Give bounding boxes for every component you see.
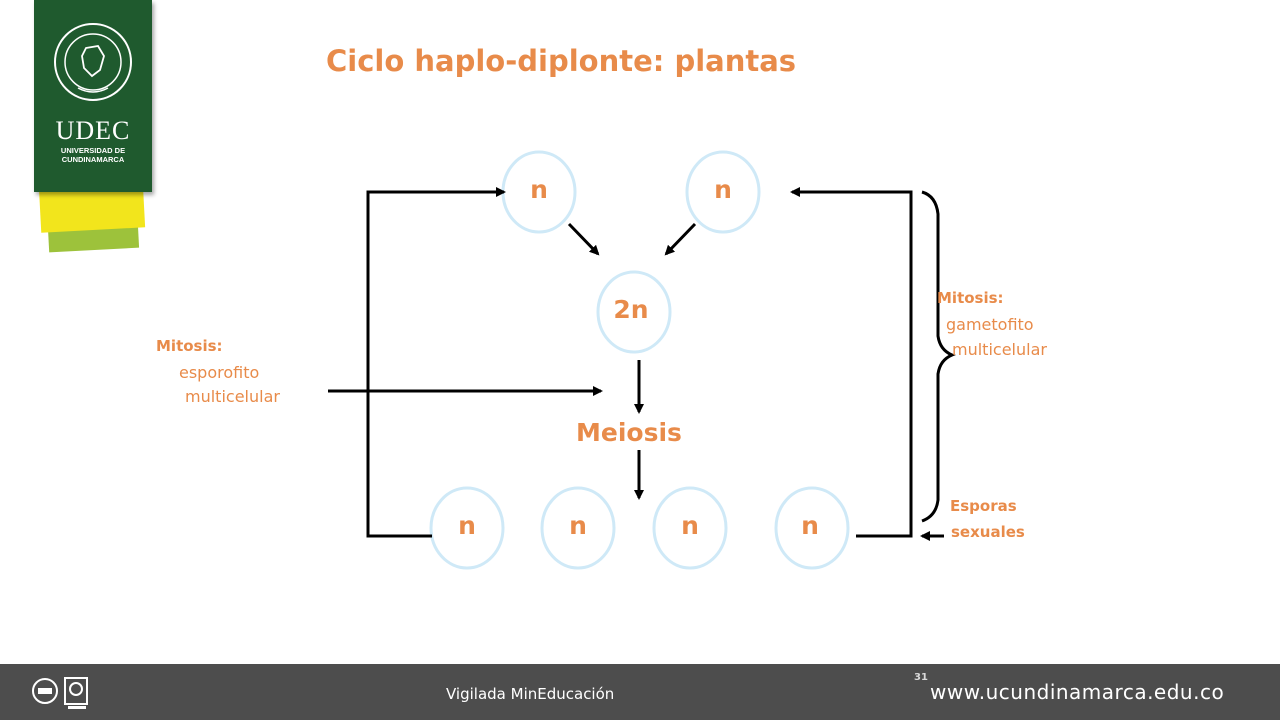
spores-note-line2: sexuales [951, 523, 1025, 541]
spore-label-4: n [801, 511, 819, 540]
certification-icon [32, 678, 58, 704]
arrow-gamete-left [567, 222, 600, 256]
loop-right [790, 187, 913, 538]
cell-circle-top-right [685, 150, 761, 234]
footer-url[interactable]: www.ucundinamarca.edu.co [930, 680, 1225, 704]
right-note-line2: multicelular [952, 340, 1047, 359]
spores-note-line1: Esporas [950, 497, 1017, 515]
logo-subtitle: UNIVERSIDAD DE CUNDINAMARCA [34, 146, 152, 164]
cell-label-top-right: n [714, 175, 732, 204]
spore-circle-4 [774, 486, 850, 570]
arrow-gamete-right [664, 222, 697, 256]
logo-subtitle-line1: UNIVERSIDAD DE [60, 146, 126, 155]
right-note-heading: Mitosis: [937, 289, 1004, 307]
curly-brace [921, 190, 956, 523]
loop-left [366, 187, 506, 538]
meiosis-label: Meiosis [576, 418, 682, 447]
page-number: 31 [914, 672, 928, 683]
university-logo: UDEC UNIVERSIDAD DE CUNDINAMARCA [34, 0, 152, 192]
spore-circle-3 [652, 486, 728, 570]
footer-bar [0, 664, 1280, 720]
zygote-label: 2n [613, 295, 649, 324]
slide-title: Ciclo haplo-diplonte: plantas [326, 44, 797, 78]
spore-circle-1 [429, 486, 505, 570]
university-seal-icon [54, 23, 132, 101]
spore-label-1: n [458, 511, 476, 540]
right-note-line1: gametofito [946, 315, 1034, 334]
zygote-circle [596, 270, 672, 354]
spore-label-2: n [569, 511, 587, 540]
spore-label-3: n [681, 511, 699, 540]
left-note-line2: multicelular [185, 387, 280, 406]
spore-circle-2 [540, 486, 616, 570]
iso-certification-icon [64, 677, 88, 709]
left-note-line1: esporofito [179, 363, 260, 382]
left-note-heading: Mitosis: [156, 337, 223, 355]
footer-vigilada: Vigilada MinEducación [446, 685, 615, 703]
cell-label-top-left: n [530, 175, 548, 204]
logo-brand: UDEC [55, 116, 131, 145]
logo-subtitle-line2: CUNDINAMARCA [61, 155, 125, 164]
